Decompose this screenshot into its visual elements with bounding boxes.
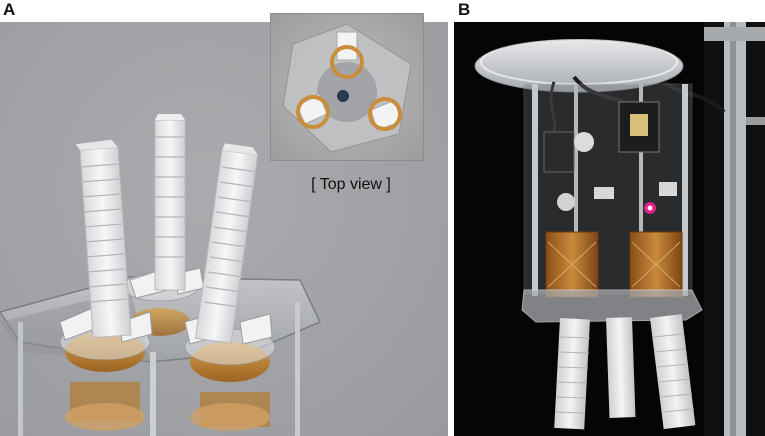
top-view-illustration [282,23,412,153]
inset-caption: [ Top view ] [311,176,391,193]
panel-b-label: B [458,0,471,19]
panel-a-label: A [3,0,16,19]
gripper-mounted-photo [454,22,765,436]
gripper-front-illustration [0,114,322,436]
top-view-inset [270,13,424,161]
gripper-mounted-illustration [474,22,765,436]
